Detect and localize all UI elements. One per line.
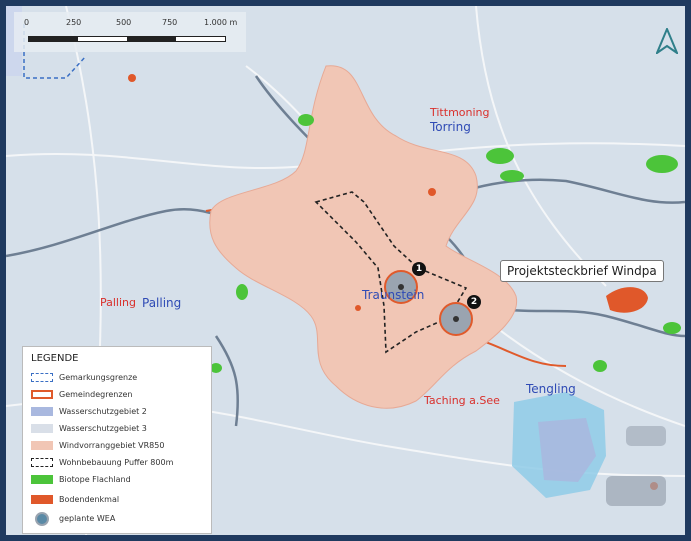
legend-label: Wasserschutzgebiet 3	[59, 424, 147, 433]
legend-label: Biotope Flachland	[59, 475, 131, 484]
label-tittmoning: Tittmoning	[430, 106, 490, 119]
legend-swatch	[31, 475, 53, 484]
legend-label: Windvorranggebiet VR850	[59, 441, 165, 450]
legend-title: LEGENDE	[31, 353, 79, 364]
legend-label: geplante WEA	[59, 514, 116, 523]
wea-1	[384, 270, 418, 304]
legend-label: Wasserschutzgebiet 2	[59, 407, 147, 416]
legend-swatch	[31, 407, 53, 416]
monuments	[128, 74, 658, 490]
legend-item-buffer: Wohnbebauung Puffer 800m	[31, 456, 207, 470]
water-zone-2	[538, 418, 596, 482]
legend-item-wea: geplante WEA	[31, 512, 207, 526]
legend-item-wsg2: Wasserschutzgebiet 2	[31, 405, 207, 419]
label-palling-blue: Palling	[142, 296, 182, 310]
scale-bar: 0 250 500 750 1.000 m	[14, 12, 246, 52]
biotopes	[210, 114, 681, 373]
legend-swatch	[31, 390, 53, 399]
label-palling-red: Palling	[100, 296, 137, 309]
scale-tick-500: 500	[116, 18, 132, 27]
wea-1-badge[interactable]: 1	[412, 262, 426, 276]
legend-item-gemeinde: Gemeindegrenzen	[31, 388, 207, 402]
legend-item-denkmal: Bodendenkmal	[31, 493, 207, 507]
scale-tick-0: 0	[24, 18, 30, 27]
settlements	[606, 426, 666, 506]
label-tengling: Tengling	[526, 382, 576, 396]
wea-icon	[35, 512, 49, 526]
legend-swatch	[31, 373, 53, 382]
legend-item-gemarkung: Gemarkungsgrenze	[31, 371, 207, 385]
scale-tick-250: 250	[66, 18, 82, 27]
legend-label: Wohnbebauung Puffer 800m	[59, 458, 174, 467]
scale-tick-1000: 1.000 m	[204, 18, 238, 27]
scale-tick-750: 750	[162, 18, 178, 27]
legend-label: Gemeindegrenzen	[59, 390, 133, 399]
wea-2-badge[interactable]: 2	[467, 295, 481, 309]
north-arrow-icon	[656, 28, 678, 54]
legend-item-wsg3: Wasserschutzgebiet 3	[31, 422, 207, 436]
legend-label: Bodendenkmal	[59, 495, 120, 504]
label-traunstein: Traunstein	[362, 288, 425, 302]
legend-swatch	[31, 424, 53, 433]
legend-swatch	[31, 495, 53, 504]
legend-item-biotope: Biotope Flachland	[31, 473, 207, 487]
label-torring: Torring	[430, 120, 471, 134]
legend-swatch	[31, 458, 53, 467]
legend-label: Gemarkungsgrenze	[59, 373, 138, 382]
legend-swatch	[31, 441, 53, 450]
map-legend: LEGENDE Gemarkungsgrenze Gemeindegrenzen…	[22, 346, 212, 534]
project-tooltip: Projektsteckbrief Windpa	[500, 260, 664, 282]
wea-2	[439, 302, 473, 336]
legend-item-vr850: Windvorranggebiet VR850	[31, 439, 207, 453]
scale-bar-line	[28, 36, 226, 42]
label-taching: Taching a.See	[424, 394, 500, 407]
